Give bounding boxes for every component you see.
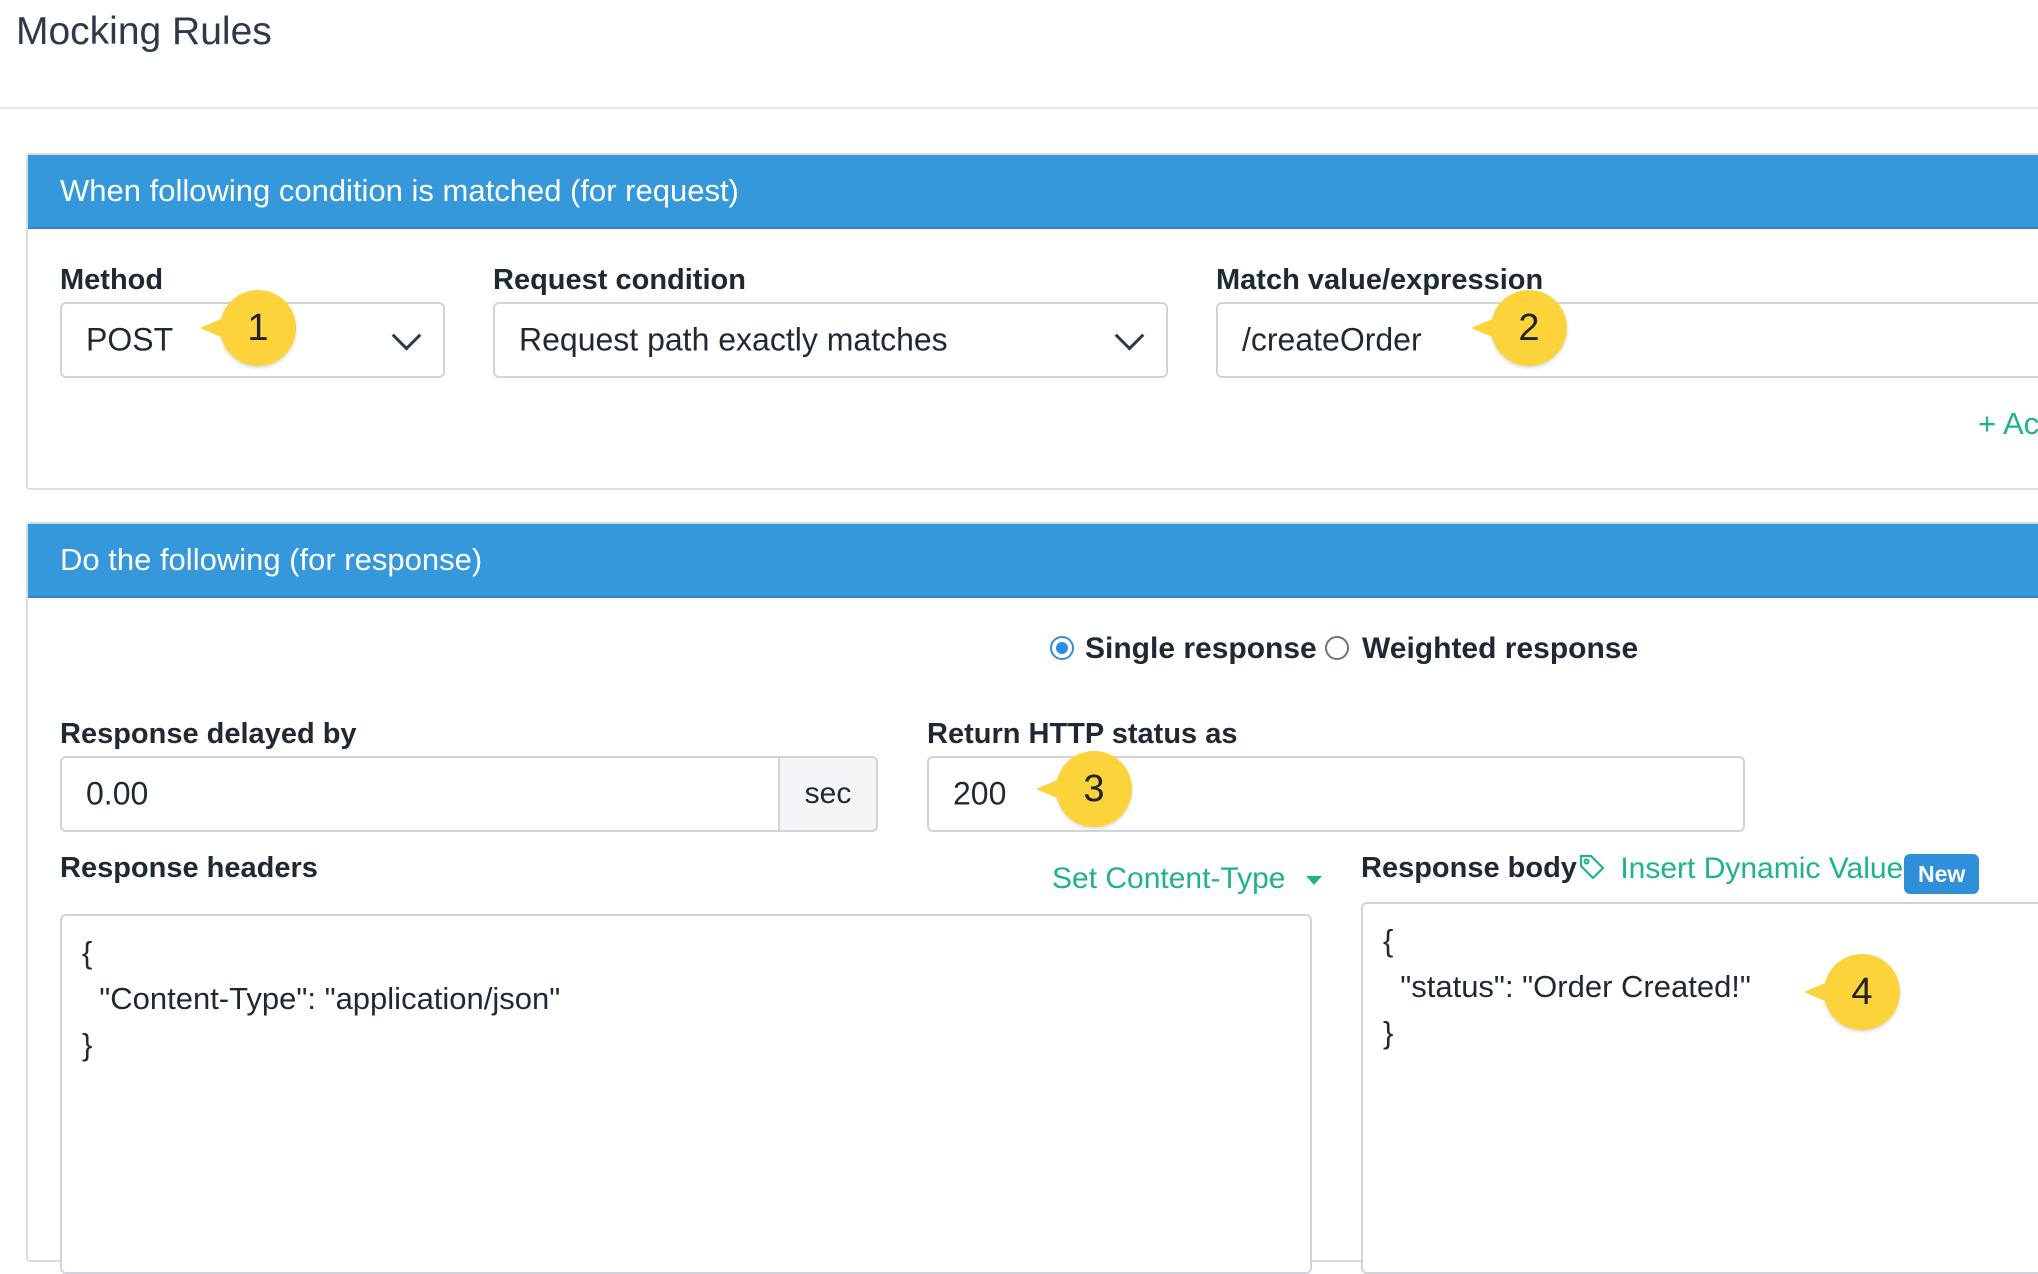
- weighted-response-label[interactable]: Weighted response: [1362, 632, 1639, 665]
- match-value-label: Match value/expression: [1216, 264, 1544, 296]
- callout-3: 3: [1036, 751, 1132, 827]
- caret-down-icon: [1305, 875, 1322, 885]
- response-body-label: Response body: [1361, 852, 1577, 884]
- request-condition-value: Request path exactly matches: [519, 321, 948, 358]
- response-headers-label: Response headers: [60, 852, 318, 884]
- response-panel-header: Do the following (for response): [28, 524, 2038, 598]
- request-panel-header: When following condition is matched (for…: [28, 155, 2038, 229]
- weighted-response-radio[interactable]: [1325, 636, 1349, 660]
- callout-2: 2: [1471, 290, 1567, 366]
- match-value-input[interactable]: /createOrder: [1216, 302, 2038, 378]
- callout-1: 1: [200, 290, 296, 366]
- set-content-type-label: Set Content-Type: [1052, 862, 1286, 895]
- new-badge: New: [1904, 854, 1980, 894]
- response-body-editor[interactable]: { "status": "Order Created!" }: [1361, 902, 2038, 1274]
- delay-unit-addon: sec: [778, 758, 876, 830]
- chevron-down-icon: [391, 320, 422, 351]
- single-response-radio[interactable]: [1050, 636, 1074, 660]
- response-headers-editor[interactable]: { "Content-Type": "application/json" }: [60, 914, 1312, 1274]
- chevron-down-icon: [1114, 320, 1145, 351]
- set-content-type-dropdown[interactable]: Set Content-Type: [1052, 862, 1322, 896]
- insert-dynamic-value-label: Insert Dynamic Value: [1620, 852, 1904, 885]
- tag-icon: [1579, 854, 1605, 880]
- response-delay-label: Response delayed by: [60, 718, 357, 750]
- insert-dynamic-value-link[interactable]: Insert Dynamic Value: [1578, 852, 1903, 886]
- request-condition-select[interactable]: Request path exactly matches: [493, 302, 1168, 378]
- method-value: POST: [86, 321, 174, 358]
- title-divider: [0, 107, 2038, 109]
- callout-4: 4: [1804, 954, 1900, 1030]
- http-status-value: 200: [953, 775, 1007, 812]
- response-headers-code: { "Content-Type": "application/json" }: [82, 935, 561, 1062]
- page-title: Mocking Rules: [16, 10, 272, 53]
- single-response-label[interactable]: Single response: [1085, 632, 1317, 665]
- http-status-label: Return HTTP status as: [927, 718, 1238, 750]
- method-label: Method: [60, 264, 164, 296]
- response-delay-value[interactable]: 0.00: [86, 775, 149, 812]
- response-body-code: { "status": "Order Created!" }: [1383, 923, 1751, 1050]
- add-condition-link[interactable]: + Ac: [1978, 406, 2038, 441]
- response-delay-input-group: 0.00 sec: [60, 756, 878, 832]
- delay-unit: sec: [804, 777, 852, 810]
- request-condition-label: Request condition: [493, 264, 746, 296]
- match-value: /createOrder: [1242, 321, 1422, 358]
